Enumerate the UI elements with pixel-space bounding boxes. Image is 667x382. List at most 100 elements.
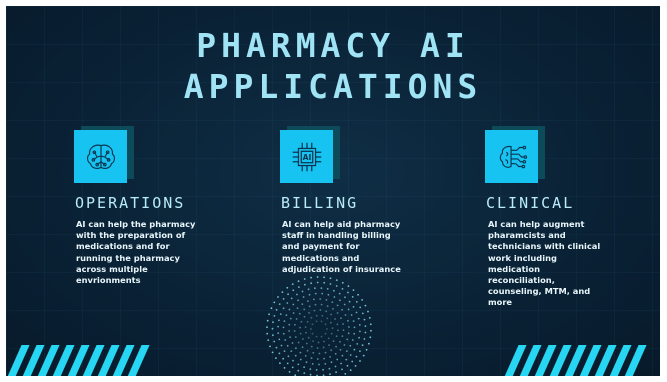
vortex-dot	[344, 314, 347, 316]
vortex-dot	[323, 340, 325, 343]
vortex-dot	[270, 307, 273, 310]
vortex-dot	[339, 299, 341, 302]
vortex-dot	[327, 337, 330, 340]
vortex-dot	[353, 348, 356, 351]
operations-icon-tile	[74, 126, 134, 188]
vortex-dot	[297, 369, 300, 372]
vortex-dot	[295, 318, 298, 320]
vortex-dot	[334, 353, 337, 355]
vortex-dot	[341, 368, 343, 371]
vortex-dot	[266, 319, 269, 322]
vortex-dot	[299, 332, 302, 335]
vortex-dot	[323, 357, 325, 360]
dot-vortex-graphic	[266, 276, 372, 376]
vortex-dot	[324, 323, 327, 326]
vortex-dot	[330, 332, 333, 335]
vortex-dot	[361, 312, 364, 315]
vortex-dot	[304, 355, 307, 357]
vortex-dot	[361, 299, 363, 301]
vortex-dot	[277, 332, 280, 334]
title-line-1: PHARMACY AI	[196, 26, 470, 65]
vortex-dot	[312, 351, 315, 354]
vortex-dot	[335, 279, 338, 281]
vortex-dot	[282, 326, 285, 329]
vortex-dot	[303, 278, 306, 280]
vortex-dot	[335, 371, 337, 374]
vortex-dot	[315, 320, 318, 323]
vortex-dot	[351, 360, 354, 363]
vortex-dot	[283, 367, 286, 369]
vortex-dot	[308, 293, 311, 296]
vortex-dot	[275, 346, 278, 349]
vortex-dot	[266, 326, 268, 329]
vortex-dot	[347, 332, 350, 335]
vortex-dot	[307, 336, 310, 339]
vortex-dot	[324, 363, 327, 365]
vortex-dot	[324, 332, 327, 335]
vortex-dot	[310, 316, 313, 319]
vortex-dot	[330, 361, 333, 364]
vortex-dot	[297, 299, 299, 302]
vortex-dot	[291, 283, 294, 285]
vortex-dot	[347, 319, 349, 322]
vortex-dot	[311, 363, 314, 365]
vortex-dot	[308, 305, 311, 308]
vortex-dot	[288, 323, 291, 326]
vortex-dot	[278, 319, 280, 322]
vortex-dot	[304, 283, 306, 286]
billing-icon-tile: AI	[280, 126, 340, 188]
vortex-dot	[300, 320, 303, 323]
vortex-dot	[301, 303, 304, 305]
vortex-dot	[282, 307, 285, 310]
vortex-dot	[316, 358, 319, 360]
vortex-dot	[352, 306, 355, 308]
vortex-dot	[297, 363, 300, 366]
vortex-dot	[308, 312, 310, 314]
vortex-dot	[326, 288, 329, 290]
vortex-dot	[328, 344, 330, 346]
vortex-dot	[325, 310, 328, 313]
vortex-dot	[364, 331, 367, 334]
vortex-dot	[320, 320, 323, 323]
vortex-dot	[354, 365, 357, 367]
vortex-dot	[345, 358, 348, 361]
vortex-dot	[283, 320, 286, 322]
vortex-dot	[333, 296, 336, 298]
brain-network-icon	[485, 130, 538, 183]
vortex-dot	[320, 303, 323, 306]
vortex-dot	[339, 340, 341, 343]
vortex-dot	[358, 324, 361, 326]
vortex-dot	[358, 336, 360, 339]
vortex-dot	[282, 357, 285, 360]
vortex-dot	[331, 301, 334, 303]
vortex-dot	[305, 331, 307, 334]
vortex-dot	[285, 314, 288, 316]
vortex-dot	[341, 281, 344, 284]
vortex-dot	[290, 297, 293, 300]
vortex-dot	[294, 354, 297, 357]
vortex-dot	[289, 336, 291, 339]
vortex-dot	[332, 340, 335, 343]
vortex-dot	[302, 338, 304, 340]
vortex-dot	[325, 299, 328, 301]
vortex-dot	[273, 340, 276, 343]
vortex-dot	[281, 291, 284, 293]
vortex-dot	[314, 287, 316, 290]
vortex-dot	[321, 292, 324, 295]
vortex-dot	[299, 351, 302, 354]
vortex-dot	[288, 330, 290, 332]
vortex-dot	[345, 350, 348, 352]
vortex-dot	[290, 350, 293, 352]
vortex-dot	[348, 326, 350, 328]
vortex-dot	[346, 338, 349, 341]
vortex-dot	[271, 351, 274, 354]
ai-chip-icon: AI	[280, 130, 333, 183]
vortex-dot	[311, 332, 314, 335]
clinical-icon-tile	[485, 126, 545, 188]
vortex-dot	[266, 332, 269, 335]
vortex-dot	[361, 344, 364, 347]
vortex-dot	[307, 300, 309, 302]
vortex-dot	[342, 323, 344, 325]
vortex-dot	[343, 303, 346, 306]
vortex-dot	[332, 308, 334, 310]
